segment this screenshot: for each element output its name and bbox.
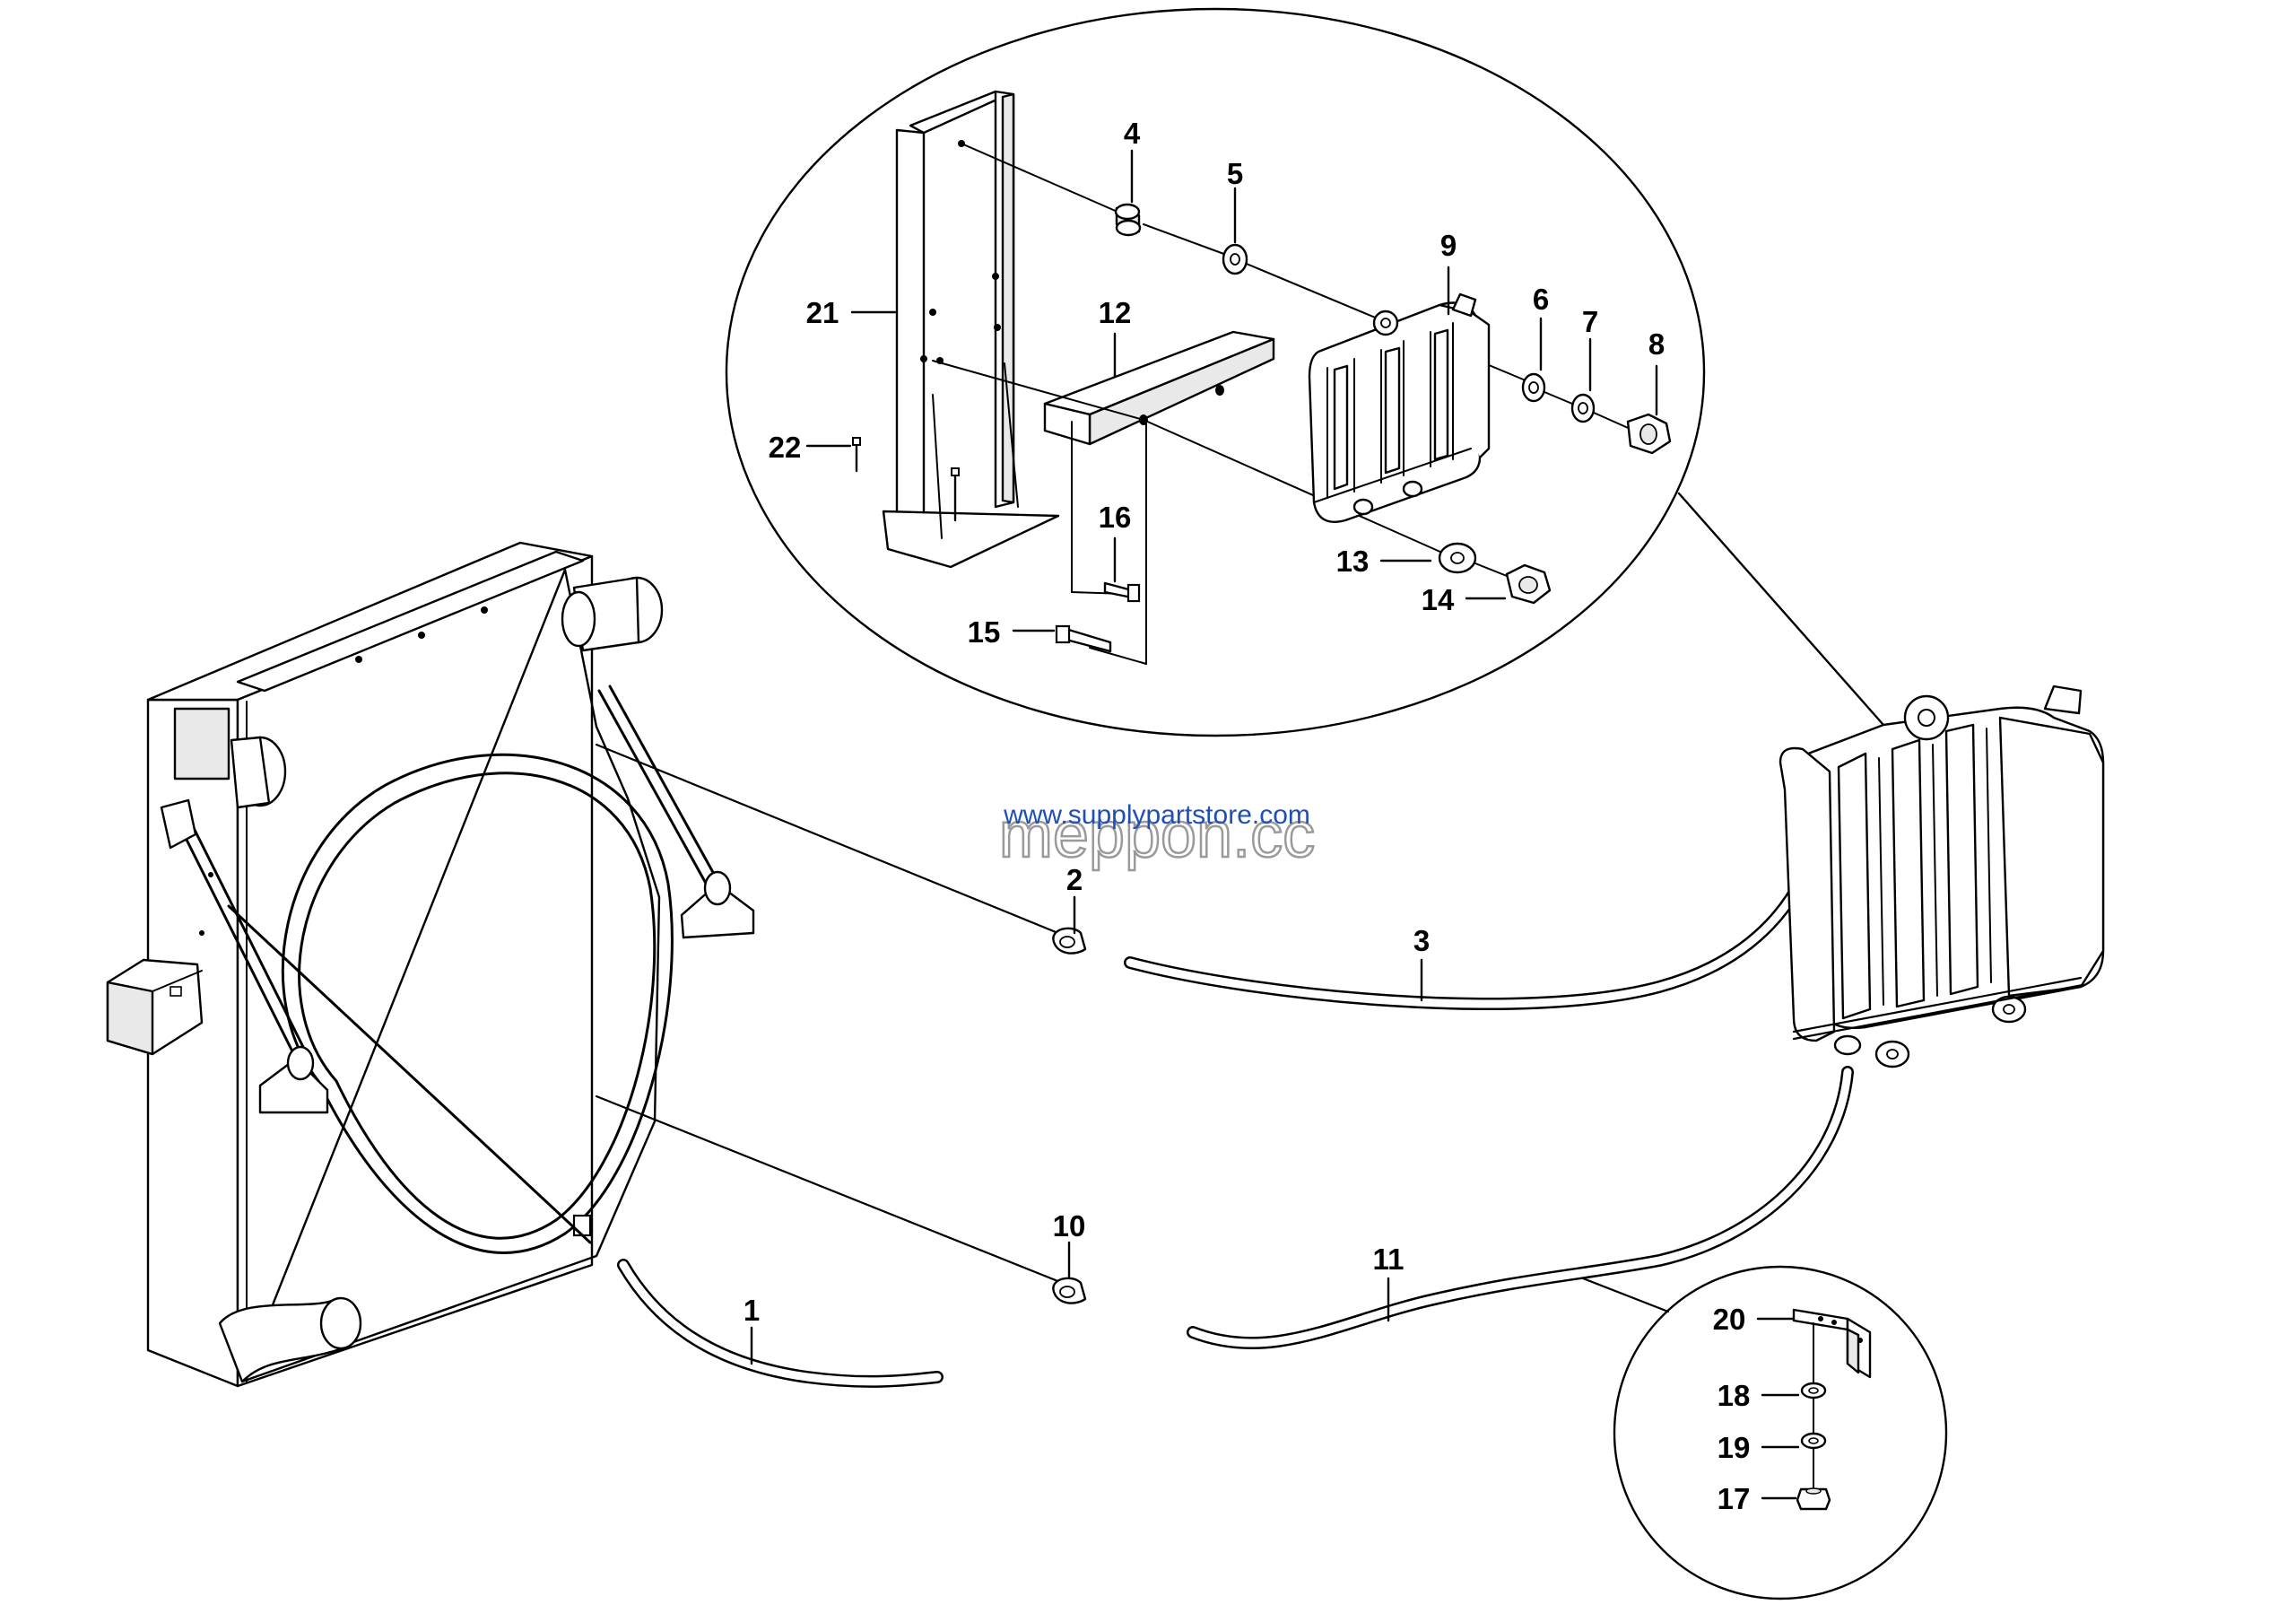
nut-8 <box>1626 413 1672 455</box>
callout-2: 2 <box>1066 863 1083 896</box>
callout-21: 21 <box>806 296 839 329</box>
bolt-16 <box>1103 581 1141 603</box>
bolt-22 <box>852 437 960 522</box>
washer-19 <box>1800 1432 1827 1450</box>
hose-1 <box>617 1259 944 1388</box>
assembly-lines <box>932 143 1544 665</box>
callout-18: 18 <box>1718 1379 1751 1412</box>
callout-7: 7 <box>1582 305 1598 338</box>
washer-5 <box>1222 243 1248 275</box>
watermark-primary: meppon.cc <box>999 799 1315 871</box>
radiator-stay-rods <box>160 685 755 1114</box>
radiator-top-pipe <box>230 576 664 809</box>
nut-17 <box>1796 1487 1831 1511</box>
washer-18 <box>1800 1382 1827 1400</box>
callout-9: 9 <box>1440 229 1457 262</box>
callout-19: 19 <box>1718 1431 1751 1464</box>
bracket-20 <box>1792 1308 1872 1379</box>
watermark-secondary: www.supplypartstore.com <box>1003 800 1310 830</box>
callout-6: 6 <box>1533 283 1549 316</box>
hose-11 <box>1187 1066 1854 1349</box>
callout-15: 15 <box>968 615 1001 649</box>
radiator-mount-block <box>106 958 204 1056</box>
callout-3: 3 <box>1413 924 1430 957</box>
callout-5: 5 <box>1227 157 1243 190</box>
callout-11: 11 <box>1373 1243 1405 1276</box>
callout-13: 13 <box>1336 545 1370 578</box>
upright-bracket <box>882 90 1060 569</box>
callout-1: 1 <box>744 1294 760 1327</box>
hose-clamp-10 <box>1052 1277 1087 1304</box>
callout-14: 14 <box>1422 583 1455 616</box>
hose-3 <box>1124 833 1822 1010</box>
callout-8: 8 <box>1648 327 1665 361</box>
washer-7 <box>1544 391 1635 432</box>
detail-view-bracket-hardware <box>1581 1265 1948 1600</box>
washer-13 <box>1438 542 1508 577</box>
callout-16: 16 <box>1099 501 1132 534</box>
hose-clamp-2 <box>1052 927 1087 955</box>
callout-17: 17 <box>1718 1482 1751 1515</box>
callout-10: 10 <box>1053 1209 1086 1243</box>
nut-14 <box>1505 563 1552 605</box>
callout-20: 20 <box>1713 1303 1746 1336</box>
spacer-sleeve <box>1114 203 1142 237</box>
hoses <box>595 743 1854 1388</box>
callouts: 1 2 3 4 5 6 7 8 9 10 11 12 13 <box>744 117 1800 1515</box>
callout-12: 12 <box>1099 296 1132 329</box>
washer-6 <box>1521 372 1546 403</box>
bolt-15 <box>1055 624 1112 653</box>
radiator-bottom-pipe <box>218 1296 362 1383</box>
expansion-tank <box>1779 685 2105 1068</box>
callout-22: 22 <box>769 431 802 464</box>
radiator-assembly <box>106 541 755 1388</box>
callout-4: 4 <box>1124 117 1141 150</box>
watermark: meppon.cc www.supplypartstore.com <box>998 798 1317 873</box>
detail-view-mounting-bracket <box>725 7 1885 737</box>
expansion-tank-detail <box>1308 292 1491 523</box>
